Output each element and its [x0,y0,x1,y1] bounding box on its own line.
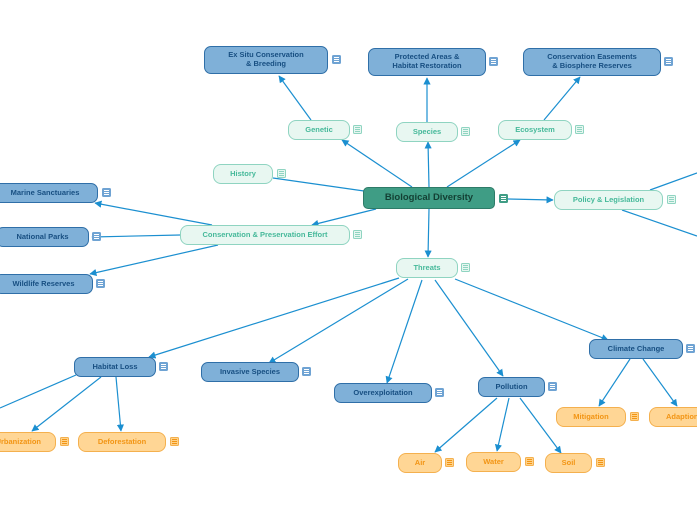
connector-threats-habitat [148,277,400,359]
notes-icon[interactable] [96,279,105,288]
notes-icon[interactable] [102,188,111,197]
connector-central-genetic [341,139,413,188]
subtopic-habitat-loss[interactable]: Habitat Loss [74,357,156,377]
subtopic-marine-sanctuaries[interactable]: Marine Sanctuaries [0,183,98,203]
topic-threats[interactable]: Threats [396,258,458,278]
notes-icon[interactable] [630,412,639,421]
notes-icon[interactable] [92,232,101,241]
connector-habitat-deforestation [115,376,124,432]
topic-ecosystem[interactable]: Ecosystem [498,120,572,140]
notes-icon[interactable] [353,125,362,134]
leaf-deforestation[interactable]: Deforestation [78,432,166,452]
topic-genetic[interactable]: Genetic [288,120,350,140]
subtopic-protected-areas[interactable]: Protected Areas & Habitat Restoration [368,48,486,76]
subtopic-overexploitation[interactable]: Overexploitation [334,383,432,403]
notes-icon[interactable] [596,458,605,467]
notes-icon[interactable] [489,57,498,66]
connector-threats-pollution [434,279,504,377]
connector-threats-climate [454,278,609,341]
notes-icon[interactable] [332,55,341,64]
leaf-adaption[interactable]: Adaption [649,407,697,427]
leaf-air[interactable]: Air [398,453,442,473]
connector-policy-offscreen-down [621,209,697,237]
connector-climate-mitigation [598,358,631,407]
notes-icon[interactable] [461,127,470,136]
subtopic-conservation-easements[interactable]: Conservation Easements & Biosphere Reser… [523,48,661,76]
notes-icon[interactable] [686,344,695,353]
subtopic-pollution[interactable]: Pollution [478,377,545,397]
leaf-urbanization[interactable]: Urbanization [0,432,56,452]
topic-species[interactable]: Species [396,122,458,142]
subtopic-wildlife-reserves[interactable]: Wildlife Reserves [0,274,93,294]
connector-pollution-soil [519,397,562,454]
notes-icon[interactable] [664,57,673,66]
connector-central-history [272,177,365,192]
connector-central-policy [507,196,554,204]
notes-icon[interactable] [445,458,454,467]
notes-icon[interactable] [461,263,470,272]
notes-icon[interactable] [60,437,69,446]
topic-policy-legislation[interactable]: Policy & Legislation [554,190,663,210]
leaf-mitigation[interactable]: Mitigation [556,407,626,427]
notes-icon[interactable] [159,362,168,371]
connector-genetic-exsitu [278,75,312,121]
topic-history[interactable]: History [213,164,273,184]
notes-icon[interactable] [548,382,557,391]
notes-icon[interactable] [525,457,534,466]
connector-central-ecosystem [446,139,521,188]
connector-central-threats [424,208,432,258]
notes-icon[interactable] [302,367,311,376]
notes-icon[interactable] [575,125,584,134]
connector-habitat-offscreen [0,374,77,409]
connector-pollution-air [434,397,498,453]
notes-icon[interactable] [499,194,508,203]
connector-conservation-wildlife [89,244,219,277]
leaf-soil[interactable]: Soil [545,453,592,473]
connector-central-species [424,141,432,188]
notes-icon[interactable] [667,195,676,204]
subtopic-invasive-species[interactable]: Invasive Species [201,362,299,382]
connector-policy-offscreen-up [649,172,697,191]
connector-pollution-water [494,397,510,452]
notes-icon[interactable] [170,437,179,446]
notes-icon[interactable] [277,169,286,178]
topic-conservation-preservation[interactable]: Conservation & Preservation Effort [180,225,350,245]
connector-climate-adaption [642,358,678,407]
subtopic-national-parks[interactable]: National Parks [0,227,89,247]
subtopic-ex-situ-conservation[interactable]: Ex Situ Conservation & Breeding [204,46,328,74]
connector-threats-invasive [268,278,409,364]
notes-icon[interactable] [435,388,444,397]
subtopic-climate-change[interactable]: Climate Change [589,339,683,359]
connector-conservation-marine [94,200,213,226]
connector-central-conservation [311,208,377,227]
connector-threats-overexploitation [385,279,423,384]
leaf-water[interactable]: Water [466,452,521,472]
connector-ecosystem-easements [543,76,581,121]
notes-icon[interactable] [353,230,362,239]
connector-conservation-parks [91,233,181,241]
central-topic-node[interactable]: Biological Diversity [363,187,495,209]
connector-habitat-urbanization [31,376,102,432]
